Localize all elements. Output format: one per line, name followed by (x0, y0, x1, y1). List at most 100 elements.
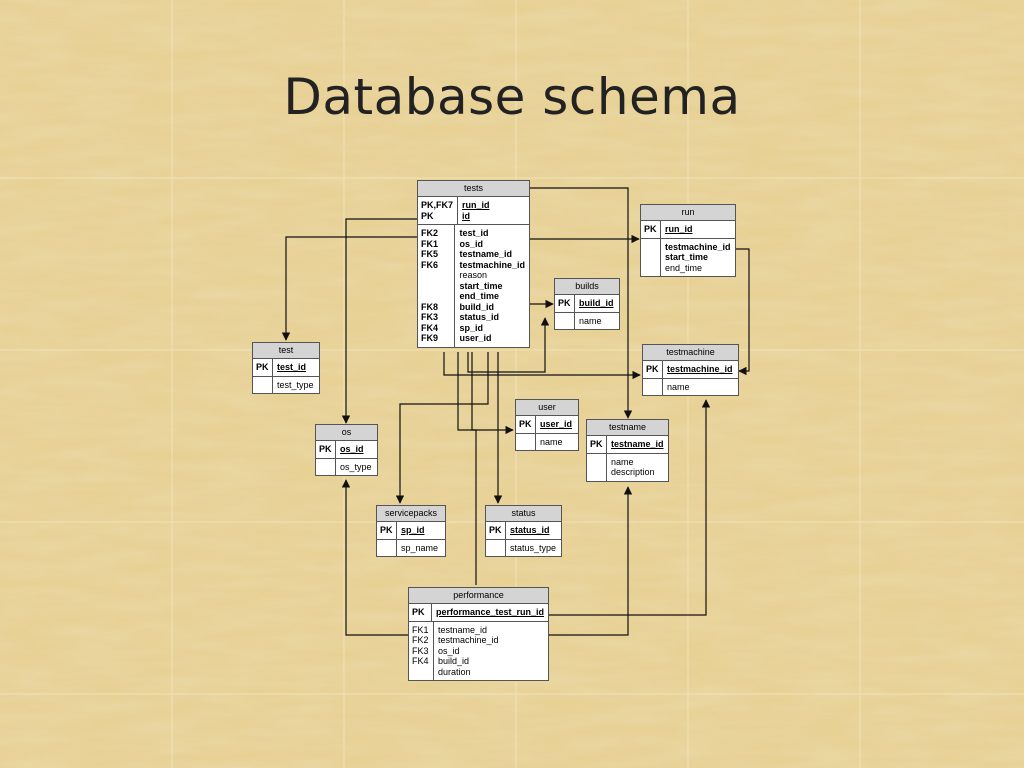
key-label: FK4 (412, 656, 429, 666)
entity-testname[interactable]: testname PK testname_id name description (586, 419, 669, 482)
field: name (667, 381, 690, 392)
entity-testmachine[interactable]: testmachine PK testmachine_id name (642, 344, 739, 396)
key-label (412, 667, 430, 678)
key-label: FK1 (421, 238, 439, 249)
entity-status[interactable]: status PK status_id status_type (485, 505, 562, 557)
key-label (421, 270, 451, 281)
connector-tests-testname (529, 187, 633, 419)
entity-header: test (253, 343, 319, 359)
field: status_id (459, 312, 499, 322)
entity-header: os (316, 425, 377, 441)
entity-performance[interactable]: performance PK performance_test_run_id F… (408, 587, 549, 681)
field: description (611, 467, 655, 477)
connector-tests-test (281, 236, 417, 341)
entity-header: servicepacks (377, 506, 445, 522)
field: name (579, 315, 602, 326)
key-label: FK5 (421, 249, 439, 259)
field: name (540, 436, 563, 447)
field: testmachine_id (438, 635, 499, 645)
entity-header: performance (409, 588, 548, 604)
connector-performance-testmachine (548, 399, 711, 616)
key-label: FK9 (421, 333, 439, 343)
key-label: FK2 (421, 228, 439, 238)
key-label: PK (421, 210, 434, 221)
key-label: PK (641, 221, 661, 238)
field: test_type (277, 379, 314, 390)
field: testname_id (459, 249, 512, 259)
pk-field: user_id (540, 419, 573, 429)
connector-performance-testname (548, 486, 633, 636)
key-label: PK (643, 361, 663, 378)
pk-field: id (462, 210, 470, 221)
key-label: PK (377, 522, 397, 539)
key-label: FK2 (412, 635, 429, 645)
entity-builds[interactable]: builds PK build_id name (554, 278, 620, 330)
entity-header: status (486, 506, 561, 522)
key-label: PK (486, 522, 506, 539)
field: test_id (459, 228, 489, 238)
field: status_type (510, 542, 557, 553)
entity-user[interactable]: user PK user_id name (515, 399, 579, 451)
field: sp_name (401, 542, 439, 553)
entity-header: tests (418, 181, 529, 197)
connector-tests-user (457, 352, 514, 435)
key-label: PK (516, 416, 536, 433)
connector-tests-testmachine (443, 352, 641, 380)
entity-header: user (516, 400, 578, 416)
pk-field: performance_test_run_id (435, 607, 544, 617)
entity-os[interactable]: os PK os_id os_type (315, 424, 378, 476)
entity-header: builds (555, 279, 619, 295)
key-label: PK (555, 295, 575, 312)
pk-field: run_id (665, 224, 693, 234)
field: end_time (459, 291, 499, 301)
entity-header: testmachine (643, 345, 738, 361)
field: start_time (459, 280, 503, 291)
entity-tests[interactable]: tests PK,FK7 PK run_id id FK2 FK1 FK5 FK… (417, 180, 530, 348)
pk-field: os_id (340, 444, 364, 454)
pk-field: sp_id (401, 525, 425, 535)
connector-performance-os (341, 479, 408, 636)
key-label: FK4 (421, 322, 439, 333)
key-label: PK,FK7 (421, 200, 454, 210)
pk-field: run_id (462, 200, 490, 210)
field: end_time (665, 262, 703, 273)
key-label: FK1 (412, 624, 429, 635)
entity-header: run (641, 205, 735, 221)
key-label: PK (587, 436, 607, 453)
field: os_id (459, 238, 483, 249)
field: build_id (438, 656, 470, 666)
entity-test[interactable]: test PK test_id test_type (252, 342, 320, 394)
key-label: PK (253, 359, 273, 376)
key-label: PK (316, 441, 336, 458)
field: reason (459, 270, 487, 280)
field: start_time (665, 252, 709, 262)
entity-run[interactable]: run PK run_id testmachine_id start_time … (640, 204, 736, 277)
field: user_id (459, 333, 492, 343)
pk-field: testmachine_id (667, 364, 733, 374)
field: testname_id (438, 624, 488, 635)
entity-servicepacks[interactable]: servicepacks PK sp_id sp_name (376, 505, 446, 557)
field: build_id (459, 301, 494, 312)
field: os_id (438, 645, 460, 656)
key-label (421, 291, 451, 302)
key-label: FK8 (421, 301, 439, 312)
connector-tests-servicepacks-2 (467, 317, 550, 373)
field: sp_id (459, 322, 483, 333)
field: duration (438, 666, 471, 677)
key-label: FK6 (421, 259, 439, 270)
pk-field: test_id (277, 362, 307, 372)
slide-title: Database schema (283, 68, 741, 126)
field: os_type (340, 461, 372, 472)
connector-performance-tests (471, 352, 477, 585)
key-label (421, 281, 451, 292)
pk-field: status_id (510, 525, 550, 535)
connector-tests-os (341, 218, 417, 424)
field: name (611, 456, 634, 467)
key-label: FK3 (421, 312, 439, 322)
field: testmachine_id (665, 241, 731, 252)
key-label: FK3 (412, 645, 429, 656)
key-label: PK (409, 604, 432, 621)
pk-field: build_id (579, 298, 614, 308)
connector-tests-servicepacks (395, 352, 489, 504)
